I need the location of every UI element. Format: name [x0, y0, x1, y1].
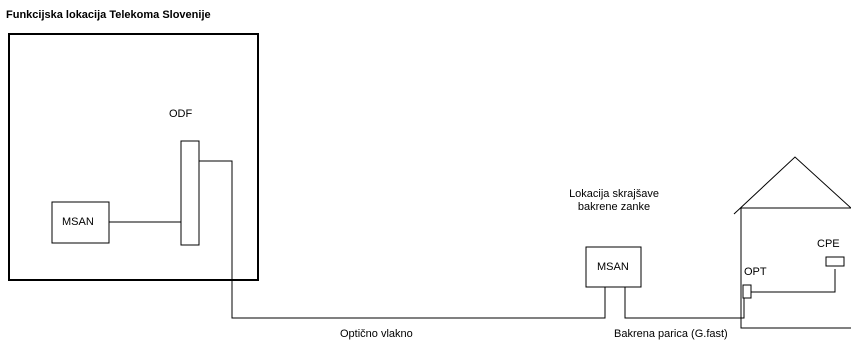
central-office-box — [8, 33, 259, 281]
copper-pair-label: Bakrena parica (G.fast) — [614, 328, 728, 340]
cpe-label: CPE — [817, 238, 840, 250]
house-walls — [740, 208, 851, 329]
opt-cpe-link — [751, 269, 836, 293]
optical-fiber-line — [199, 160, 606, 319]
msan-central-box — [51, 201, 110, 244]
optical-fiber-label: Optično vlakno — [340, 328, 413, 340]
msan-central-label: MSAN — [62, 216, 94, 228]
house-roof — [733, 156, 851, 215]
shortened-loop-line1: Lokacija skrajšave — [569, 188, 659, 200]
msan-remote-label: MSAN — [597, 261, 629, 273]
opt-box — [742, 284, 752, 299]
diagram-title: Funkcijska lokacija Telekoma Slovenije — [6, 9, 211, 21]
shortened-loop-location-label: Lokacija skrajšave bakrene zanke — [556, 188, 672, 214]
copper-pair-line — [624, 287, 745, 319]
odf-rack — [180, 140, 200, 246]
cpe-box — [825, 256, 845, 267]
msan-remote-box — [585, 246, 642, 288]
shortened-loop-line2: bakrene zanke — [577, 201, 651, 213]
odf-label: ODF — [169, 108, 193, 120]
opt-label: OPT — [744, 266, 767, 278]
